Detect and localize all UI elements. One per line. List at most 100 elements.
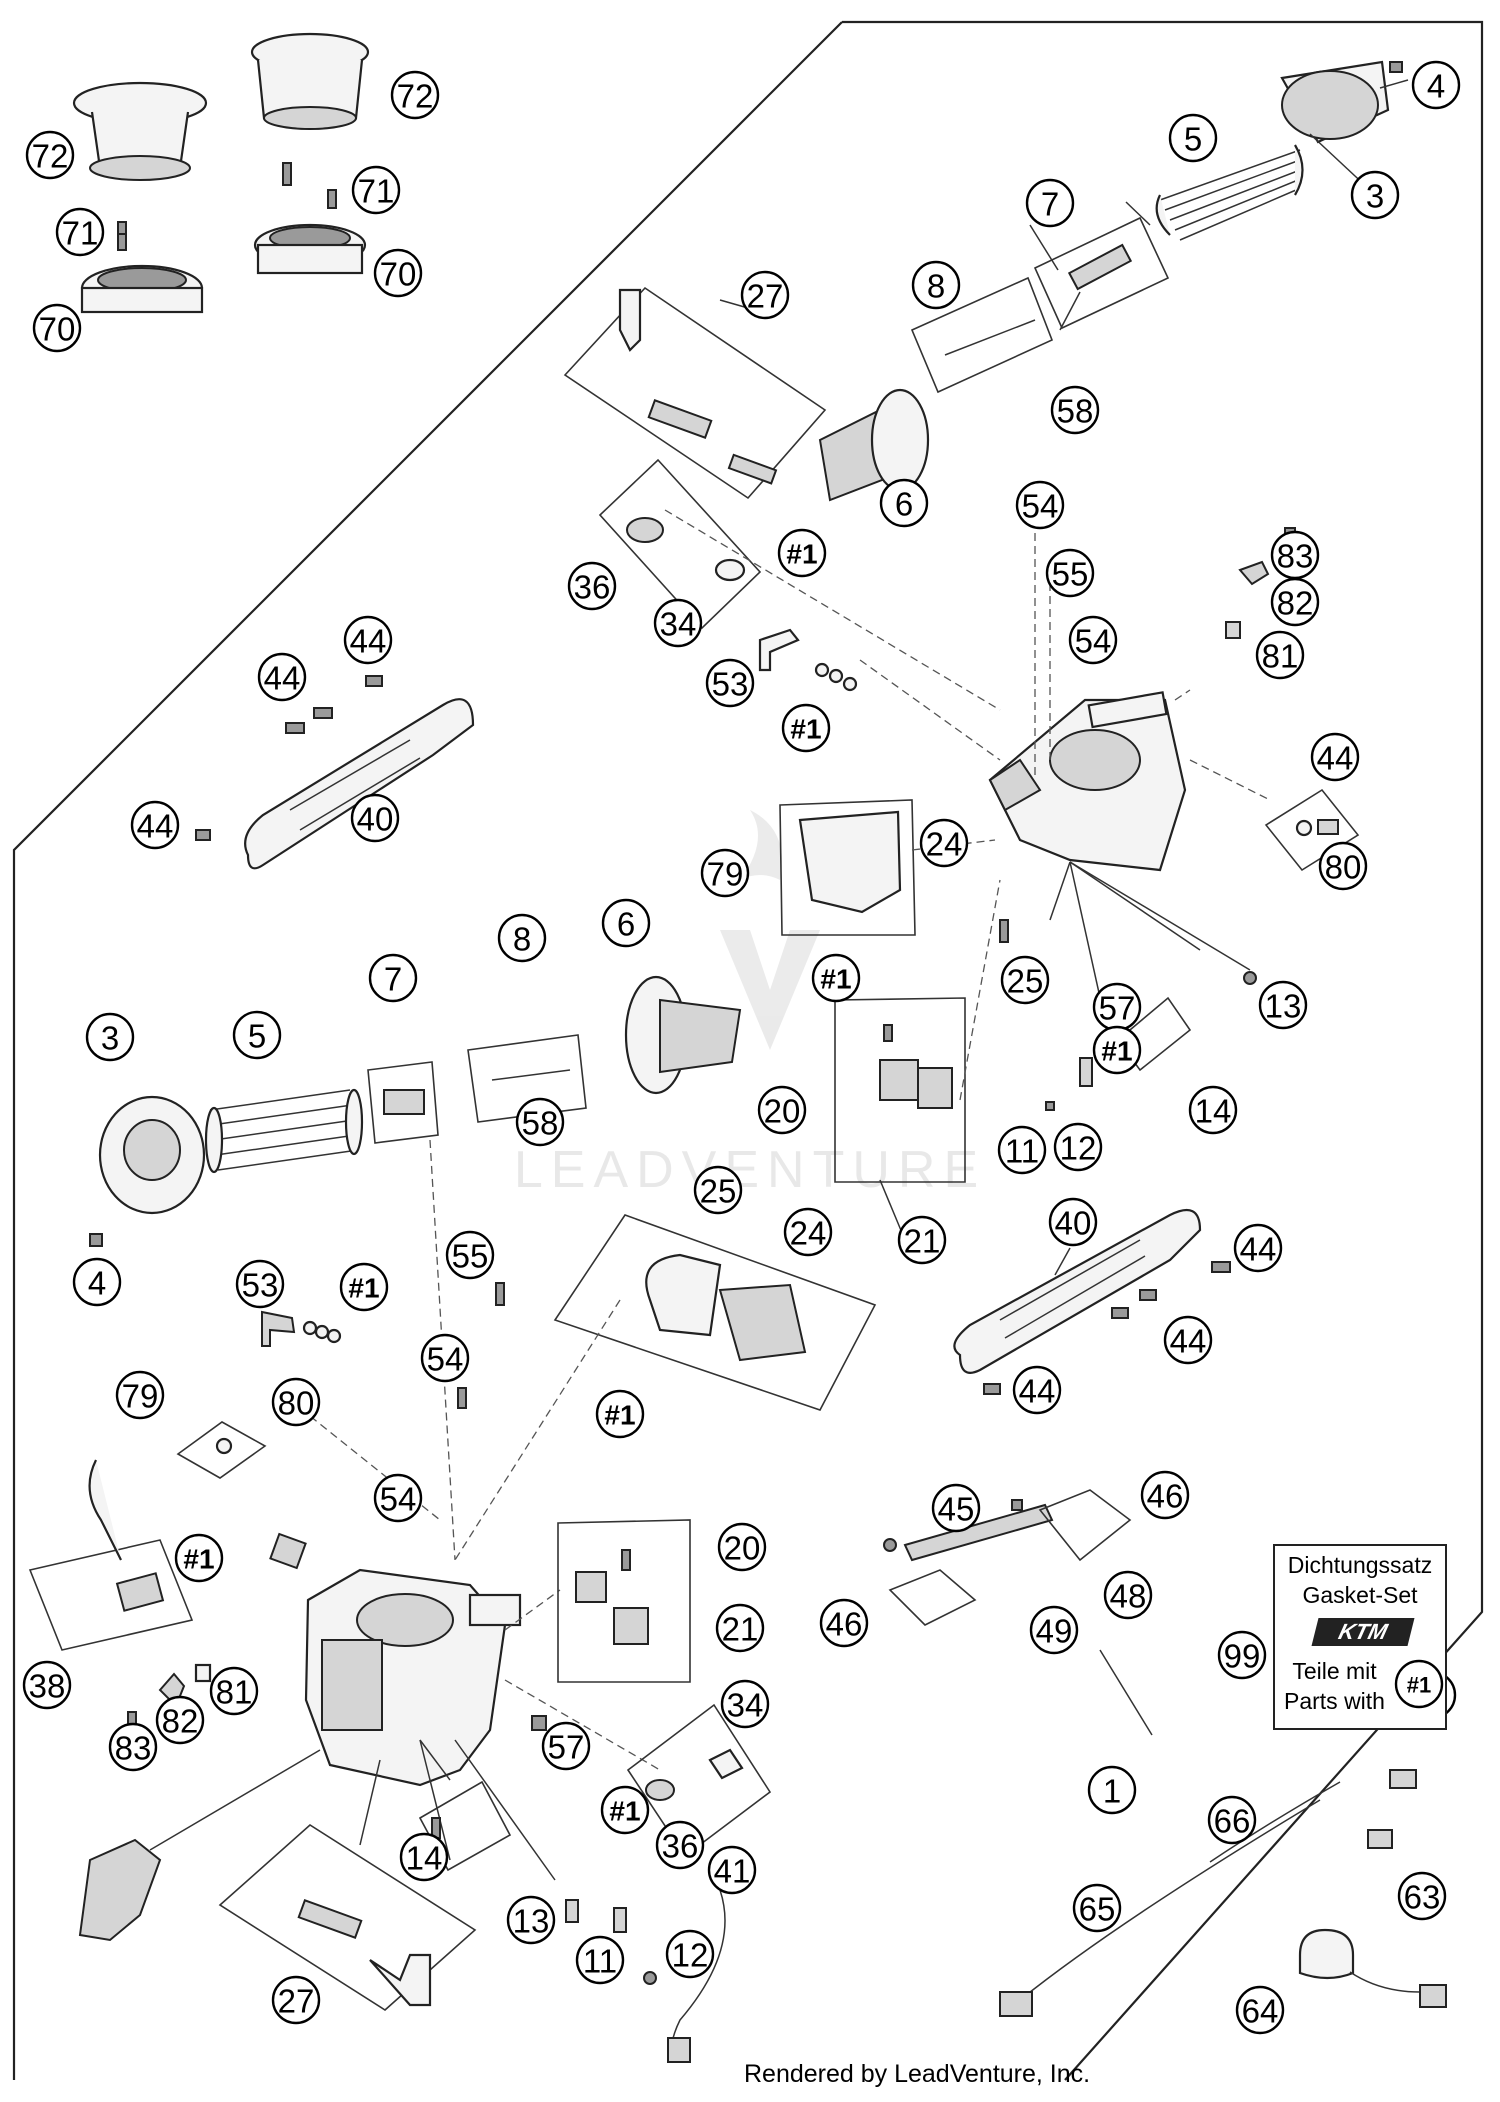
svg-text:24: 24	[790, 1215, 827, 1252]
svg-text:57: 57	[1099, 990, 1136, 1027]
callout-81: 81	[209, 1666, 259, 1716]
mid-left-fitting	[215, 1437, 233, 1455]
svg-text:58: 58	[522, 1105, 559, 1142]
callout-53: 53	[235, 1259, 285, 1309]
assembly-frame-left	[12, 21, 843, 2080]
intake-boot-left	[72, 81, 208, 314]
top-jets	[999, 919, 1257, 1111]
callout-8: 8	[911, 260, 961, 310]
callout-79: 79	[700, 848, 750, 898]
gasket-set-parts-en: Parts with	[1284, 1688, 1385, 1714]
gasket-set-parts-de: Teile mit	[1292, 1658, 1377, 1684]
svg-text:#1: #1	[820, 964, 851, 995]
callout-81: 81	[1255, 630, 1305, 680]
callout-54: 54	[373, 1473, 423, 1523]
sensor-plug	[269, 1532, 307, 1570]
callout-6: 6	[879, 478, 929, 528]
svg-text:12: 12	[672, 1937, 709, 1974]
callout-53: 53	[705, 658, 755, 708]
svg-text:36: 36	[662, 1828, 699, 1865]
svg-text:36: 36	[574, 569, 611, 606]
callout-44: 44	[130, 800, 180, 850]
callout-66: 66	[1207, 1795, 1257, 1845]
mid-slide	[624, 975, 742, 1095]
callout-34: 34	[653, 598, 703, 648]
callout-44: 44	[1310, 732, 1360, 782]
svg-text:6: 6	[895, 486, 913, 523]
callout-25: 25	[1000, 955, 1050, 1005]
svg-text:7: 7	[1041, 186, 1059, 223]
callout-4: 4	[1411, 60, 1461, 110]
callout-13: 13	[1258, 980, 1308, 1030]
svg-text:#1: #1	[348, 1273, 379, 1304]
svg-text:40: 40	[357, 801, 394, 838]
callout-58: 58	[1050, 385, 1100, 435]
svg-text:57: 57	[548, 1729, 585, 1766]
svg-text:41: 41	[714, 1853, 751, 1890]
svg-text:55: 55	[1052, 556, 1089, 593]
svg-text:48: 48	[1110, 1578, 1147, 1615]
mid-left-small-parts	[89, 1233, 505, 1409]
svg-text:21: 21	[722, 1611, 759, 1648]
callout-80: 80	[1318, 841, 1368, 891]
callout-25: 25	[693, 1165, 743, 1215]
svg-text:6: 6	[617, 906, 635, 943]
callout-57: 57	[541, 1721, 591, 1771]
top-float-box	[834, 997, 966, 1183]
svg-text:54: 54	[1022, 488, 1059, 525]
callout-54: 54	[420, 1333, 470, 1383]
callout-6: 6	[601, 898, 651, 948]
callout-36: 36	[655, 1820, 705, 1870]
top-needle-box	[910, 276, 1054, 394]
svg-text:79: 79	[122, 1378, 159, 1415]
svg-text:46: 46	[826, 1606, 863, 1643]
callout-49: 49	[1029, 1605, 1079, 1655]
gasket-set-title-en: Gasket-Set	[1302, 1582, 1418, 1608]
svg-text:#1: #1	[1101, 1036, 1132, 1067]
svg-text:71: 71	[358, 173, 395, 210]
idle-bar-box-right	[1038, 1489, 1132, 1562]
svg-text:83: 83	[1277, 538, 1314, 575]
svg-text:20: 20	[724, 1530, 761, 1567]
svg-text:72: 72	[32, 138, 69, 175]
watermark-text: LEADVENTURE	[514, 1141, 986, 1199]
callout-44: 44	[257, 652, 307, 702]
top-right-box	[1264, 788, 1360, 872]
callout-48: 48	[1103, 1570, 1153, 1620]
callout-71: 71	[351, 165, 401, 215]
svg-text:82: 82	[1277, 585, 1314, 622]
callout-11: 11	[997, 1125, 1047, 1175]
svg-text:49: 49	[1036, 1613, 1073, 1650]
svg-text:14: 14	[406, 1840, 443, 1877]
svg-text:3: 3	[101, 1020, 119, 1057]
svg-text:71: 71	[62, 215, 99, 252]
svg-text:#1: #1	[604, 1400, 635, 1431]
svg-text:44: 44	[264, 660, 301, 697]
assembly-frame	[842, 20, 1484, 2081]
svg-text:45: 45	[938, 1491, 975, 1528]
callout-27: 27	[271, 1975, 321, 2025]
callout-58: 58	[515, 1097, 565, 1147]
mid-bracket	[953, 1208, 1202, 1374]
callout-hash-1: #1	[600, 1785, 650, 1835]
bottom-choke-box	[218, 1824, 477, 2011]
callout-70: 70	[32, 303, 82, 353]
svg-text:54: 54	[380, 1481, 417, 1518]
svg-text:58: 58	[1057, 393, 1094, 430]
bottom-jets	[431, 1817, 657, 1985]
top-cover	[1280, 60, 1403, 144]
svg-text:79: 79	[707, 856, 744, 893]
callout-40: 40	[350, 793, 400, 843]
callout-44: 44	[343, 615, 393, 665]
mid-left-box	[176, 1421, 267, 1479]
callout-14: 14	[1188, 1085, 1238, 1135]
sensor-cap	[1298, 1928, 1447, 2008]
callout-44: 44	[1012, 1365, 1062, 1415]
callout-5: 5	[1168, 113, 1218, 163]
svg-text:11: 11	[1005, 1133, 1039, 1170]
svg-text:7: 7	[384, 961, 402, 998]
idle-adjust-bar	[883, 1499, 1054, 1562]
callout-34: 34	[720, 1679, 770, 1729]
callout-8: 8	[497, 913, 547, 963]
ktm-logo: KTM	[1311, 1618, 1415, 1646]
